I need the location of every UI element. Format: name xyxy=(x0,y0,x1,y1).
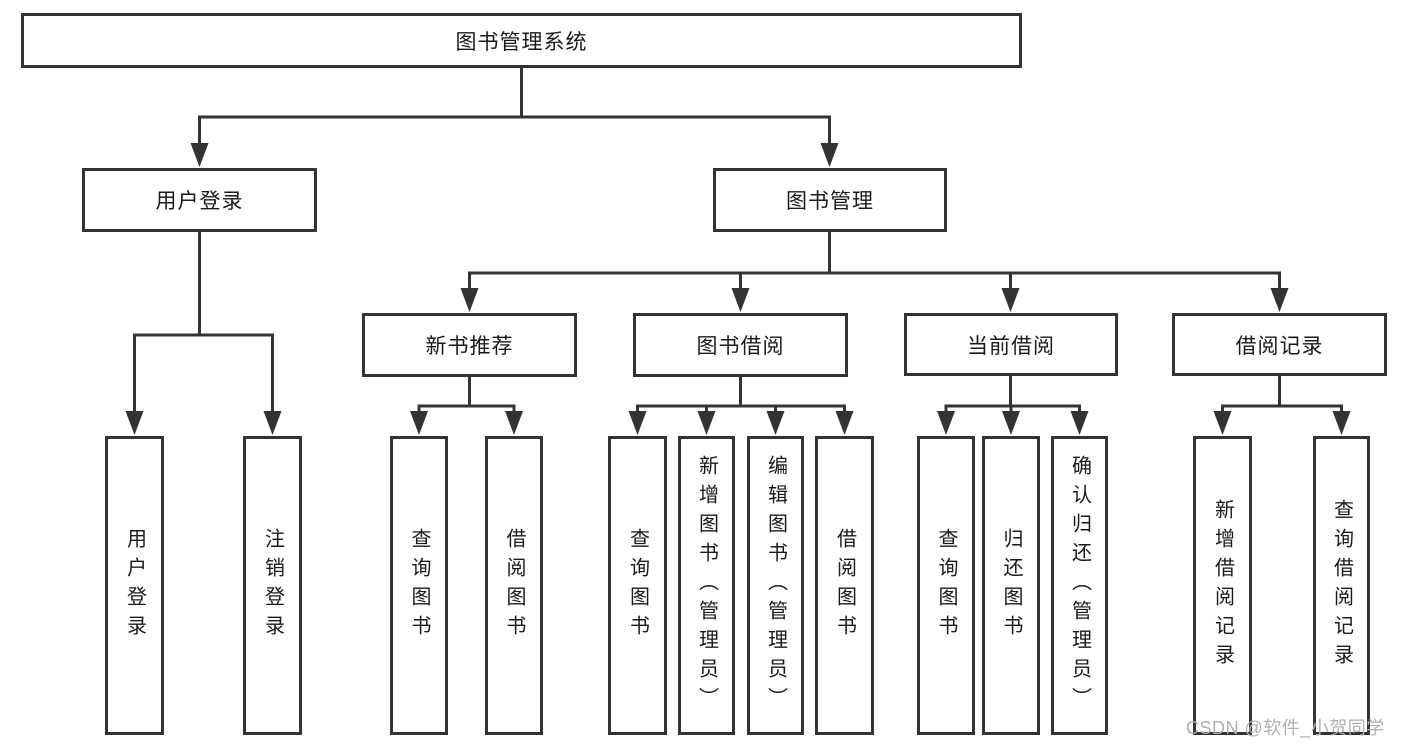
node-label: 查询借阅记录 xyxy=(1330,498,1353,673)
leaf-confirm-return-admin: 确认归还（管理员） xyxy=(1051,436,1108,735)
leaf-borrow-books-borrowing: 借阅图书 xyxy=(815,436,874,735)
leaf-query-borrow-record: 查询借阅记录 xyxy=(1313,436,1370,735)
node-label: 确认归还（管理员） xyxy=(1068,455,1091,716)
node-label: 当前借阅 xyxy=(967,334,1055,358)
node-label: 借阅记录 xyxy=(1235,334,1324,358)
node-user-login: 用户登录 xyxy=(82,168,317,232)
leaf-add-books-admin: 新增图书（管理员） xyxy=(678,436,735,735)
node-label: 用户登录 xyxy=(123,527,146,644)
node-book-management: 图书管理 xyxy=(713,168,947,232)
leaf-query-books-current: 查询图书 xyxy=(917,436,975,735)
node-label: 借阅图书 xyxy=(833,527,856,644)
leaf-edit-books-admin: 编辑图书（管理员） xyxy=(747,436,804,735)
node-label: 查询图书 xyxy=(408,527,430,644)
node-label: 编辑图书（管理员） xyxy=(764,455,787,716)
node-label: 新增图书（管理员） xyxy=(695,455,718,716)
node-new-book-recommendation: 新书推荐 xyxy=(362,313,577,377)
node-label: 查询图书 xyxy=(626,527,649,644)
node-label: 归还图书 xyxy=(1000,527,1022,644)
node-label: 新书推荐 xyxy=(425,335,514,358)
arrowheads xyxy=(125,143,1351,435)
node-label: 查询图书 xyxy=(935,527,957,644)
leaf-return-books: 归还图书 xyxy=(982,436,1040,735)
node-current-borrowing: 当前借阅 xyxy=(904,313,1118,376)
node-label: 新增借阅记录 xyxy=(1211,498,1234,673)
node-label: 图书管理系统 xyxy=(455,30,588,54)
node-label: 用户登录 xyxy=(155,190,244,213)
leaf-query-books-borrowing: 查询图书 xyxy=(608,436,667,735)
leaf-logout: 注销登录 xyxy=(243,436,302,735)
node-book-borrowing: 图书借阅 xyxy=(633,313,848,377)
node-label: 图书借阅 xyxy=(696,335,785,358)
node-label: 注销登录 xyxy=(261,527,284,644)
leaf-user-login: 用户登录 xyxy=(105,436,164,735)
csdn-watermark: CSDN @软件_小贺同学 xyxy=(1186,718,1385,738)
node-label: 借阅图书 xyxy=(503,527,525,644)
leaf-add-borrow-record: 新增借阅记录 xyxy=(1193,436,1252,735)
node-borrowing-records: 借阅记录 xyxy=(1172,313,1387,376)
leaf-query-books-recommend: 查询图书 xyxy=(390,436,448,735)
leaf-borrow-books-recommend: 借阅图书 xyxy=(485,436,543,735)
node-label: 图书管理 xyxy=(786,190,874,213)
node-book-management-system: 图书管理系统 xyxy=(21,13,1022,68)
